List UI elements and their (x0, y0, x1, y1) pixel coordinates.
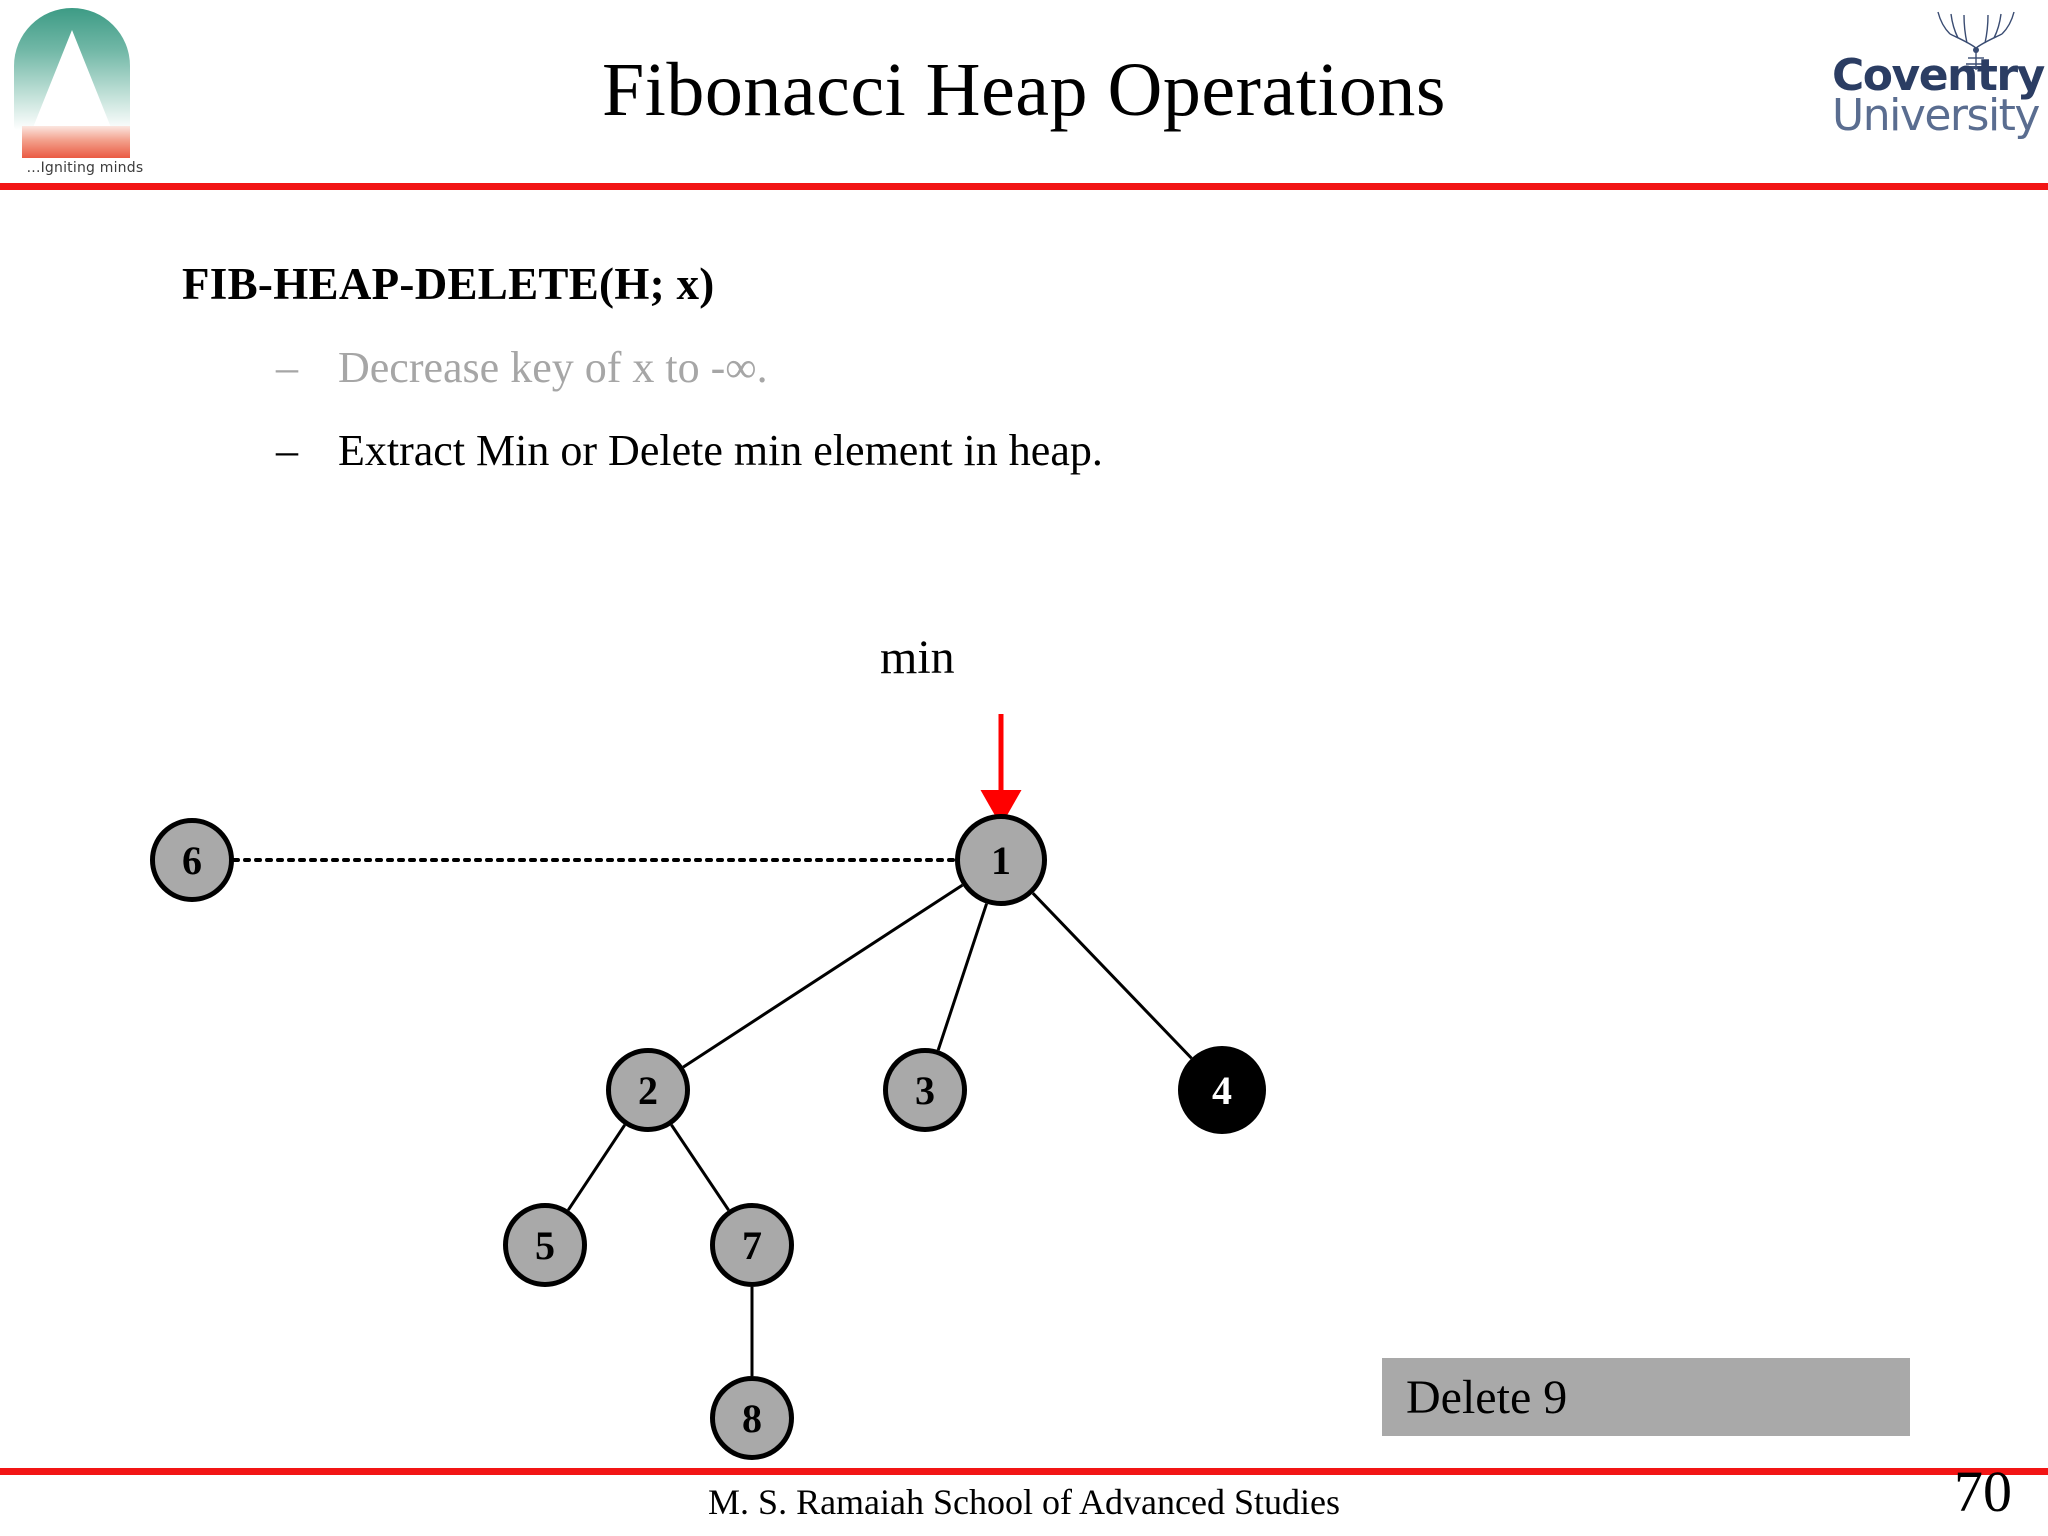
bullet-label: Extract Min or Delete min element in hea… (338, 426, 1103, 475)
tree-edge-n1-n4 (1031, 892, 1193, 1060)
tree-node-3: 3 (883, 1048, 967, 1132)
tree-node-1: 1 (955, 814, 1047, 906)
msras-arch-shape (14, 8, 130, 130)
coventry-wordmark-line2: University (1832, 90, 2040, 142)
section-heading: FIB-HEAP-DELETE(H; x) (182, 259, 715, 309)
tree-edge-n1-n3 (936, 903, 988, 1051)
bullet-label: Decrease key of x to -∞. (338, 343, 768, 392)
page-number: 70 (1954, 1459, 2012, 1524)
bullet-item-decrease-key: –Decrease key of x to -∞. (276, 342, 768, 393)
min-pointer-label: min (880, 631, 955, 684)
tree-node-4: 4 (1178, 1046, 1266, 1134)
tree-node-8: 8 (710, 1376, 794, 1460)
msras-red-bar (22, 126, 130, 158)
bullet-dash: – (276, 343, 298, 392)
slide-header: ...Igniting minds Fibonacci Heap Operati… (0, 0, 2048, 190)
bullet-dash: – (276, 426, 298, 475)
tree-node-7: 7 (710, 1203, 794, 1287)
footer-institution: M. S. Ramaiah School of Advanced Studies (708, 1482, 1340, 1522)
header-divider-rule (0, 183, 2048, 190)
msras-arch-notch (32, 30, 112, 130)
delete-callout-box: Delete 9 (1382, 1358, 1910, 1436)
tree-node-6: 6 (150, 818, 234, 902)
bullet-item-extract-min: –Extract Min or Delete min element in he… (276, 425, 1103, 476)
coventry-wordmark-line1: Coventry (1832, 50, 2045, 101)
edge-layer (232, 858, 1193, 1376)
tree-node-5: 5 (503, 1203, 587, 1287)
footer-divider-rule (0, 1468, 2048, 1475)
page-title: Fibonacci Heap Operations (601, 48, 1446, 132)
coventry-university-logo: Coventry University (1832, 8, 2045, 168)
tree-edge-n2-n7 (670, 1124, 730, 1211)
tree-node-2: 2 (606, 1048, 690, 1132)
coventry-crest-icon (1937, 11, 2015, 70)
msras-logo: ...Igniting minds (14, 8, 146, 180)
tree-edge-n2-n5 (566, 1124, 627, 1211)
msras-tagline: ...Igniting minds (26, 160, 144, 176)
delete-callout-label: Delete 9 (1406, 1370, 1568, 1424)
tree-edge-n1-n2 (682, 883, 964, 1069)
coventry-wordmark: Coventry University (1832, 50, 2045, 142)
